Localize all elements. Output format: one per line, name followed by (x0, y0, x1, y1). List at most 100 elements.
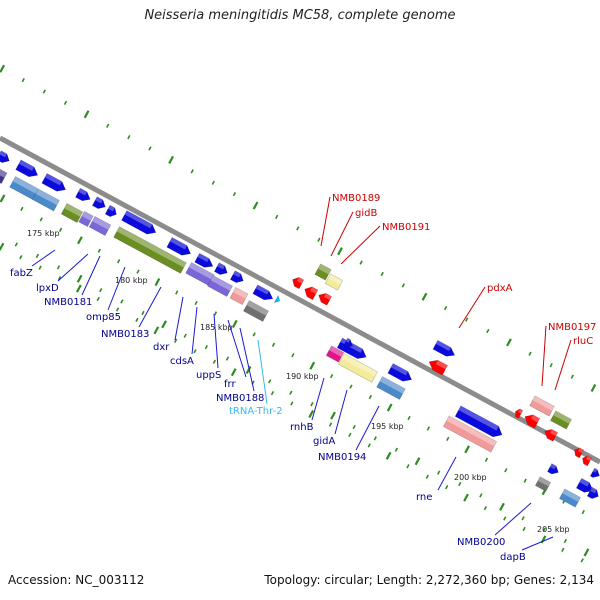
tick-mark (225, 356, 230, 361)
gene-label-nmb0191: NMB0191 (382, 222, 430, 233)
gene-feature (534, 476, 552, 492)
tick-mark (204, 345, 208, 350)
tick-mark (329, 374, 334, 379)
leader-line (191, 306, 198, 355)
gene-feature (229, 286, 249, 306)
tick-mark (542, 527, 546, 532)
gene-feature (428, 359, 448, 376)
tick-mark (367, 443, 371, 448)
tick-mark (77, 236, 83, 245)
gene-feature (75, 187, 91, 202)
tick-mark (503, 516, 507, 521)
gene-label-gida: gidA (313, 436, 335, 447)
tick-mark (127, 134, 131, 140)
gene-feature (0, 165, 8, 185)
tick-mark (583, 548, 590, 557)
tick-mark (136, 269, 140, 274)
tick-mark (394, 447, 399, 452)
tick-mark (522, 526, 526, 532)
tick-mark (232, 191, 237, 197)
gene-feature (442, 415, 498, 453)
tick-mark (421, 292, 428, 301)
gene-feature (574, 447, 585, 459)
gene-label-nmb0183: NMB0183 (101, 329, 149, 340)
gene-label-lpxd: lpxD (36, 283, 59, 294)
gene-feature (454, 405, 503, 438)
gene-label-nmb0200: NMB0200 (457, 537, 505, 548)
gene-feature (524, 414, 541, 429)
tick-mark (0, 194, 6, 203)
tick-mark (38, 265, 42, 270)
tick-mark (499, 502, 505, 511)
tick-mark (117, 259, 121, 264)
tick-mark (484, 457, 489, 462)
gene-label-pdxa: pdxA (487, 283, 513, 294)
tick-mark (581, 509, 585, 515)
gene-feature (318, 292, 333, 306)
tick-mark (14, 242, 18, 247)
leader-line (320, 196, 331, 247)
tick-mark (174, 338, 178, 343)
tick-mark (328, 422, 333, 427)
tick-mark (289, 390, 293, 395)
tick-mark (414, 457, 421, 466)
tick-mark (275, 214, 279, 220)
leader-line (81, 255, 101, 296)
tick-mark (425, 474, 429, 479)
tick-mark (20, 206, 24, 212)
tick-mark (268, 379, 272, 384)
tick-mark (42, 89, 47, 94)
gene-label-frr: frr (224, 379, 236, 390)
tick-mark (35, 253, 40, 259)
tick-mark (290, 401, 294, 406)
scale-label: 190 kbp (286, 372, 319, 381)
tick-mark (310, 402, 314, 407)
topology-text: Topology: circular; Length: 2,272,360 bp… (264, 573, 594, 587)
gene-label-rnhb: rnhB (290, 422, 314, 433)
tick-mark (231, 319, 238, 328)
leader-line (330, 211, 354, 257)
tick-mark (193, 349, 197, 354)
tick-mark (479, 493, 483, 498)
tick-mark (483, 505, 488, 511)
tick-mark (148, 146, 152, 151)
gene-label-cdsa: cdsA (170, 356, 194, 367)
tick-mark (464, 445, 470, 454)
gene-feature (60, 203, 84, 223)
gene-feature (32, 188, 60, 212)
gene-feature (166, 237, 191, 256)
gene-feature (550, 410, 572, 430)
tick-mark (349, 384, 353, 389)
gene-feature (376, 376, 406, 400)
gene-label-gidb: gidB (355, 208, 377, 219)
accession-text: Accession: NC_003112 (8, 573, 145, 587)
gene-feature (104, 204, 117, 217)
leader-line (57, 253, 89, 282)
tick-mark (211, 180, 215, 185)
leader-line (541, 325, 547, 387)
scale-label: 185 kbp (200, 323, 233, 332)
tick-mark (291, 353, 295, 358)
tick-mark (194, 300, 198, 306)
tick-mark (309, 361, 316, 370)
tick-mark (183, 333, 187, 338)
leader-line (107, 266, 126, 311)
tick-mark (352, 424, 356, 430)
gene-label-nmb0181: NMB0181 (44, 297, 92, 308)
tick-mark (406, 464, 410, 469)
gene-label-dapb: dapB (500, 552, 526, 563)
leader-line (311, 377, 325, 421)
tick-mark (76, 274, 83, 283)
tick-mark (245, 365, 252, 375)
gene-feature (387, 363, 412, 382)
gene-feature (88, 216, 112, 236)
tick-mark (230, 368, 237, 377)
tick-mark (504, 468, 508, 473)
gene-label-omp85: omp85 (86, 312, 121, 323)
gene-feature (582, 455, 593, 467)
tick-mark (190, 169, 194, 174)
tick-mark (563, 538, 567, 544)
